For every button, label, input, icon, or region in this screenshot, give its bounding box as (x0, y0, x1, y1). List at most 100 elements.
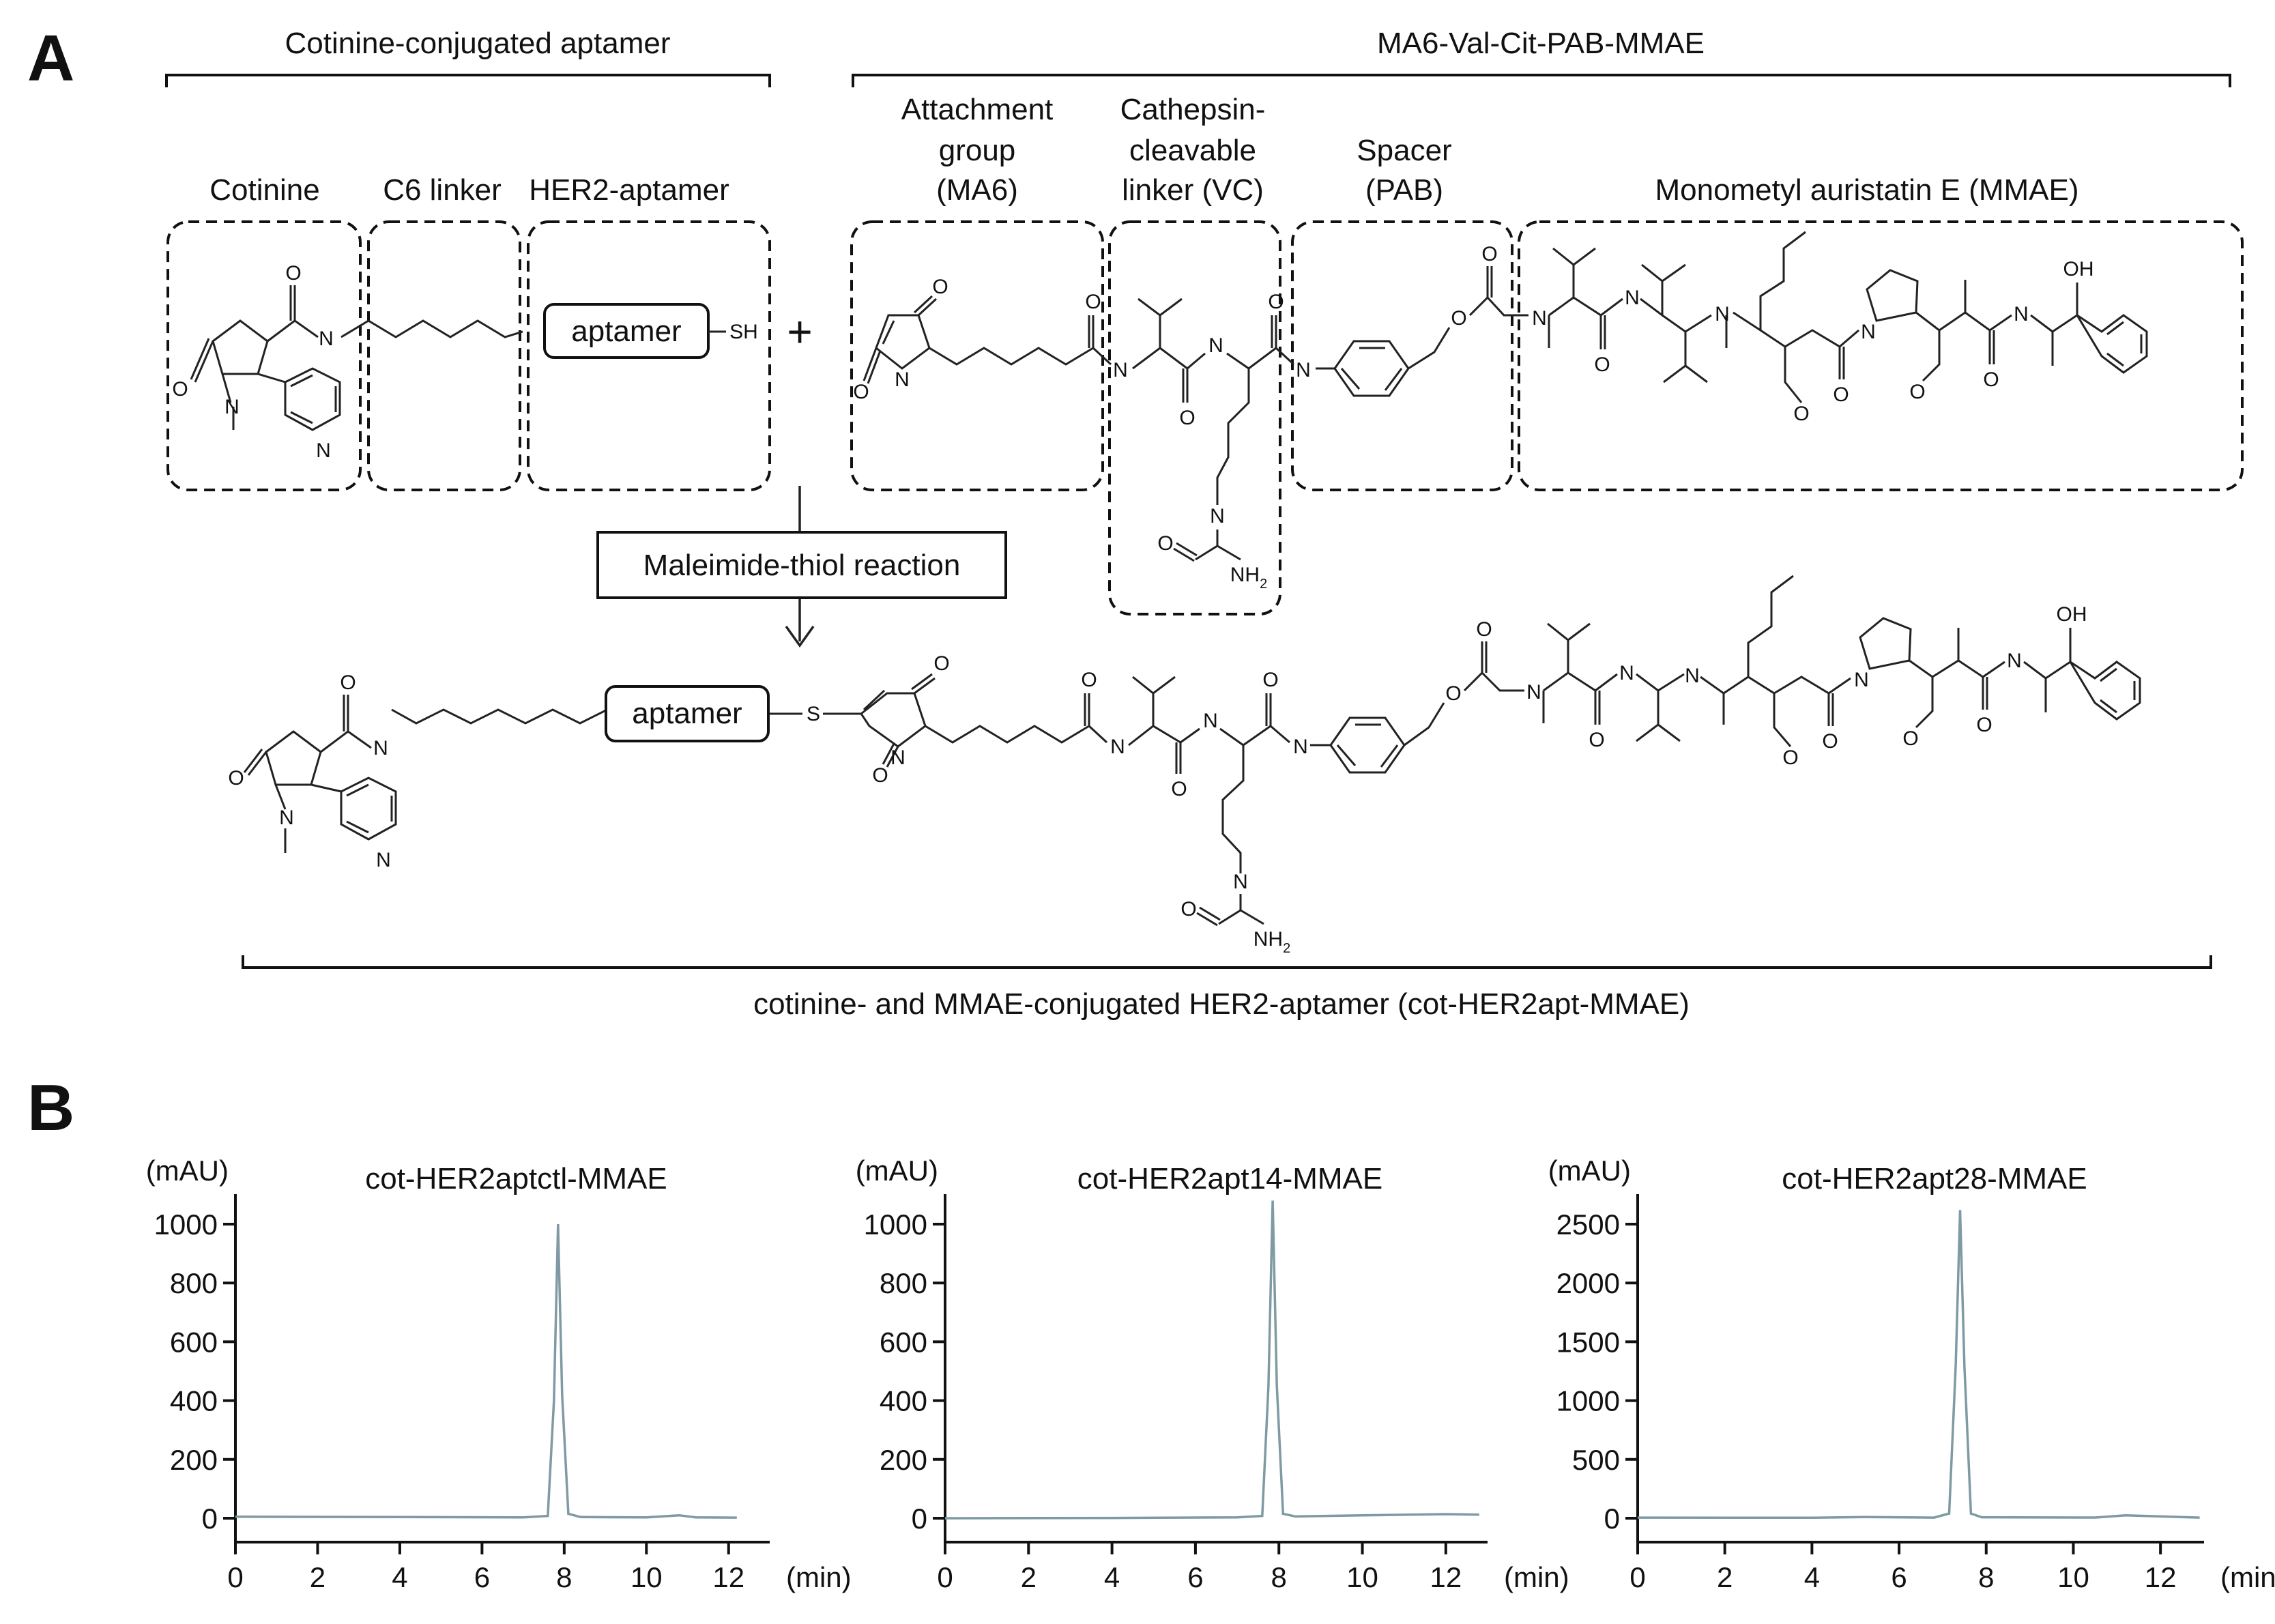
x-tick-label: 0 (937, 1561, 953, 1593)
atom-o-prod-succinimide-1: O (933, 652, 949, 675)
y-tick-label: 1500 (1556, 1326, 1620, 1358)
atom-n-mmae-4: N (2014, 303, 2029, 325)
x-tick-label: 8 (1978, 1561, 1994, 1593)
atom-o-cotinine-lactam: O (172, 378, 188, 401)
atom-n-prod-ring: N (279, 807, 294, 829)
x-tick-label: 12 (2145, 1561, 2177, 1593)
atom-n-mmae-3: N (1715, 303, 1730, 325)
atom-n-mmae-1: N (1532, 307, 1547, 330)
bracket-product (242, 955, 2212, 969)
chart-title: cot-HER2apt14-MMAE (1077, 1162, 1382, 1195)
x-tick-label: 6 (474, 1561, 490, 1593)
y-tick-label: 2000 (1556, 1267, 1620, 1299)
product-caption: cotinine- and MMAE-conjugated HER2-aptam… (753, 987, 1690, 1021)
label-pab-line1: Spacer (1357, 134, 1451, 167)
atom-o-prod-ester: O (1445, 682, 1461, 705)
box-cotinine (166, 220, 362, 491)
y-tick-label: 800 (880, 1267, 927, 1299)
atom-n-prod-pyrrolidine: N (1854, 669, 1869, 691)
y-axis-label: (mAU) (1548, 1155, 1631, 1187)
x-tick-label: 4 (1104, 1561, 1120, 1593)
axis-frame (234, 1194, 770, 1543)
atom-o-prod-urea: O (1180, 898, 1196, 920)
box-mmae-drawn (1518, 220, 2244, 491)
atom-oh-product: OH (2057, 603, 2087, 626)
x-axis-label: (min) (1504, 1561, 1569, 1593)
atom-o-prod-mmae-2: O (1822, 730, 1838, 753)
atom-o-mmae-3: O (1983, 368, 1999, 391)
group-label-ma6-val-cit: MA6-Val-Cit-PAB-MMAE (1377, 27, 1705, 60)
label-ma6-line1: Attachment (901, 93, 1054, 126)
atom-n-prod-cit: N (1203, 710, 1218, 732)
label-cotinine: Cotinine (209, 173, 319, 207)
axis-frame (944, 1194, 1488, 1543)
label-ma6-line2: group (939, 134, 1016, 167)
y-tick-label: 0 (202, 1503, 218, 1535)
box-c6-linker (367, 220, 521, 491)
atom-o-hexanoyl: O (1085, 291, 1101, 313)
atom-o-prod-cit: O (1262, 669, 1278, 691)
bracket-ma6-val-cit (852, 74, 2231, 87)
atom-n-mmae-2: N (1625, 287, 1640, 309)
y-tick-label: 800 (170, 1267, 218, 1299)
x-tick-label: 8 (556, 1561, 572, 1593)
x-tick-label: 4 (392, 1561, 407, 1593)
atom-o-carbamate-ester: O (1451, 307, 1466, 330)
atom-n-cit: N (1208, 334, 1223, 357)
atom-n-prod-mmae-4: N (2007, 650, 2022, 672)
atom-n-prod-mmae-2: N (1619, 662, 1634, 684)
atom-o-prod-val: O (1171, 778, 1187, 800)
atom-n-cotinine-amide: N (319, 328, 334, 350)
atom-o-methoxy-2: O (1909, 381, 1925, 403)
aptamer-label-product: aptamer (632, 697, 742, 730)
atom-n-urea: N (1210, 505, 1225, 527)
box-pab (1291, 220, 1513, 491)
y-tick-label: 1000 (1556, 1385, 1620, 1417)
plus-sign: + (787, 307, 812, 356)
y-tick-label: 1000 (864, 1208, 927, 1241)
atom-o-maleimide-2: O (853, 381, 869, 403)
atom-o-maleimide-1: O (932, 276, 948, 298)
label-ma6-line3: (MA6) (936, 173, 1018, 207)
atom-sh: SH (729, 321, 758, 343)
reaction-arrow-head (785, 625, 815, 648)
chromatogram-trace (235, 1223, 737, 1519)
label-vc-line3: linker (VC) (1122, 173, 1264, 207)
x-axis-label: (min) (786, 1561, 852, 1593)
label-c6-linker: C6 linker (383, 173, 502, 207)
atom-o-val: O (1179, 407, 1195, 429)
atom-o-prod-methoxy-1: O (1782, 746, 1798, 769)
atom-o-cotinine-carbonyl: O (285, 262, 301, 285)
chart-title: cot-HER2aptctl-MMAE (365, 1162, 667, 1195)
label-vc-line2: cleavable (1129, 134, 1256, 167)
atom-o-prod-hexanoyl: O (1081, 669, 1097, 691)
label-vc-line1: Cathepsin- (1120, 93, 1266, 126)
y-axis-label: (mAU) (856, 1155, 938, 1187)
group-label-cotinine-aptamer: Cotinine-conjugated aptamer (285, 27, 670, 60)
atom-n-pyrrolidine: N (1861, 321, 1876, 343)
box-her2-aptamer (527, 220, 771, 491)
x-tick-label: 6 (1891, 1561, 1907, 1593)
atom-n-cotinine-ring: N (224, 396, 240, 418)
atom-n-pab: N (1296, 359, 1311, 381)
chart-title: cot-HER2apt28-MMAE (1782, 1162, 2087, 1195)
atom-nh2-product: NH2 (1254, 928, 1290, 956)
y-tick-label: 200 (170, 1444, 218, 1476)
atom-o-methoxy-1: O (1793, 403, 1809, 425)
atom-n-pyridine: N (316, 439, 331, 462)
x-tick-label: 12 (712, 1561, 744, 1593)
ma6-vc-pab-mmae-structure (863, 231, 2148, 562)
atom-o-prod-methoxy-2: O (1902, 727, 1918, 750)
atom-o-mmae-1: O (1594, 353, 1610, 376)
atom-o-prod-mmae-3: O (1976, 714, 1992, 736)
label-pab-line2: (PAB) (1365, 173, 1443, 207)
reaction-box (596, 531, 1007, 599)
panel-a-label: A (27, 22, 74, 95)
atom-o-prod-succinimide-2: O (872, 764, 888, 787)
atom-n-val: N (1113, 359, 1128, 381)
y-tick-label: 0 (1604, 1503, 1620, 1535)
atom-n-prod-val: N (1110, 736, 1125, 758)
chromatogram-apt28: 05001000150020002500024681012(mAU)(min)c… (1548, 1155, 2275, 1593)
x-axis-label: (min) (2220, 1561, 2275, 1593)
